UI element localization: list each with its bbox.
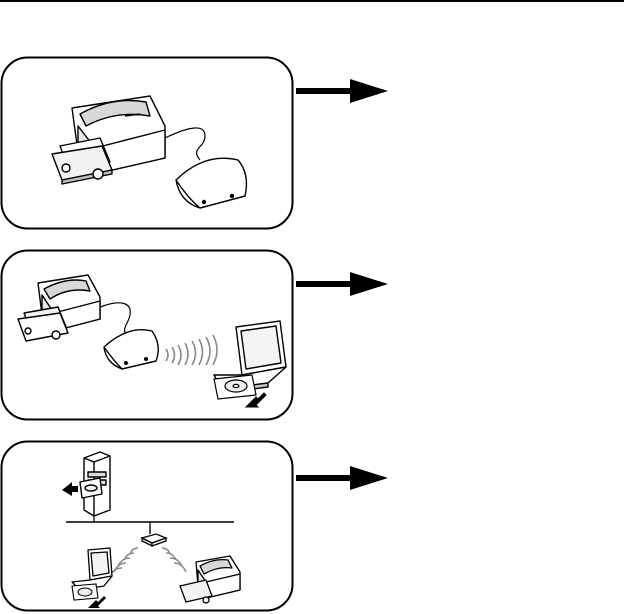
server-icon <box>80 452 110 516</box>
top-rule <box>0 0 624 2</box>
step-1-panel <box>0 56 294 230</box>
step-3-panel <box>0 440 294 612</box>
setup-cd-icon <box>72 584 98 600</box>
setup-cd-icon <box>214 375 256 399</box>
step-1-arrow <box>296 79 388 103</box>
step-2-panel <box>0 249 294 421</box>
step-2-arrow <box>296 272 388 296</box>
step-3-arrow <box>296 466 388 490</box>
